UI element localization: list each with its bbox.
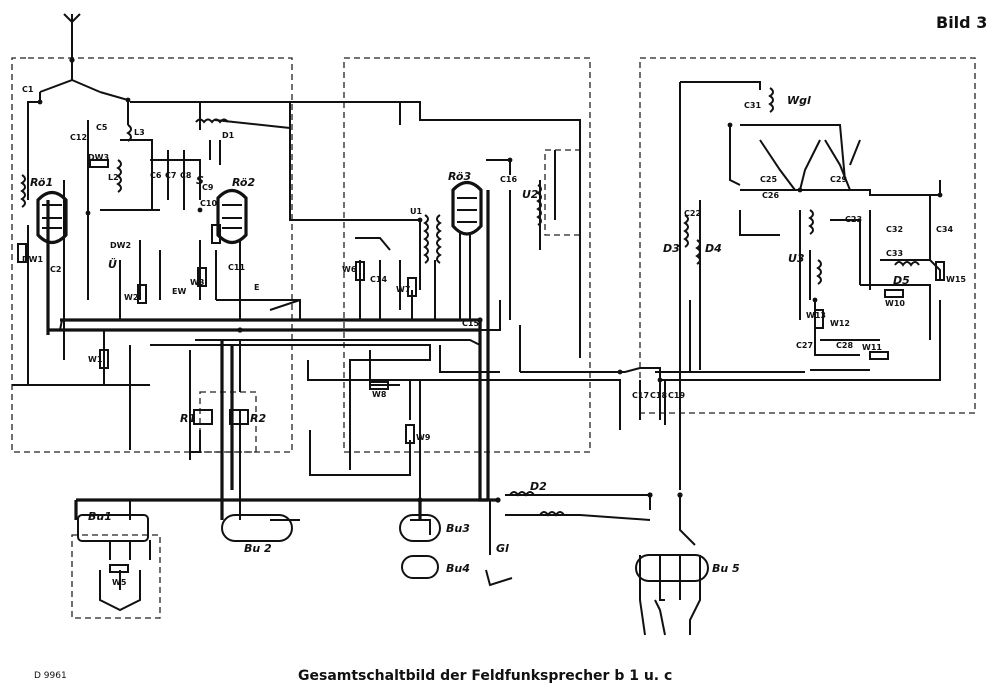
label-c8: C8 <box>180 171 192 180</box>
label-w1: W1 <box>88 355 103 364</box>
label-bu5: Bu 5 <box>712 562 740 575</box>
label-gl: Gl <box>496 542 509 555</box>
wiring-right <box>639 81 941 490</box>
label-dw2: DW2 <box>110 241 131 250</box>
label-d1: D1 <box>222 131 235 140</box>
label-dw1: DW1 <box>22 255 43 264</box>
enclosure-right <box>639 57 976 414</box>
label-w3: W3 <box>190 278 204 287</box>
label-c18: C18 <box>650 391 667 400</box>
label-c15: C15 <box>462 319 479 328</box>
sockets <box>77 514 709 582</box>
label-r2: R2 <box>250 412 266 425</box>
label-l3: L3 <box>134 128 145 137</box>
label-w13: W13 <box>806 311 826 320</box>
label-u1: U1 <box>410 207 422 216</box>
label-w12: W12 <box>830 319 850 328</box>
label-c11: C11 <box>228 263 245 272</box>
label-w10: W10 <box>885 299 905 308</box>
wiring-lower <box>99 494 701 636</box>
label-c23: C23 <box>845 215 862 224</box>
label-w2: W2 <box>124 293 138 302</box>
label-ew: EW <box>172 287 186 296</box>
label-c29: C29 <box>830 175 847 184</box>
label-w7: W7 <box>396 285 410 294</box>
junction-dots <box>37 57 943 503</box>
label-transformer-u: Ü <box>108 257 117 271</box>
bu1-enclosure <box>71 534 161 619</box>
label-c1: C1 <box>22 85 34 94</box>
label-u3: U3 <box>788 252 805 265</box>
label-c26: C26 <box>762 191 779 200</box>
figure-code: D 9961 <box>34 671 67 681</box>
label-u2: U2 <box>522 188 539 201</box>
label-c2: C2 <box>50 265 61 274</box>
wiring-middle <box>12 101 661 500</box>
label-bu1: Bu1 <box>88 510 112 523</box>
label-d2: D2 <box>530 480 547 493</box>
tube-ro2 <box>216 188 248 245</box>
label-c31: C31 <box>744 101 761 110</box>
label-dw3: DW3 <box>88 153 109 162</box>
u2-enclosure <box>544 149 581 236</box>
label-ro2: Rö2 <box>232 176 255 189</box>
resistors <box>17 159 945 573</box>
label-c10: C10 <box>200 199 217 208</box>
label-wgl: Wgl <box>787 94 811 107</box>
enclosure-boxes <box>11 57 976 619</box>
label-ro3: Rö3 <box>448 170 471 183</box>
label-w6: W6 <box>342 265 357 274</box>
label-c7: C7 <box>165 171 176 180</box>
label-bu4: Bu4 <box>446 562 470 575</box>
label-c22: C22 <box>684 209 701 218</box>
label-c9: C9 <box>202 183 214 192</box>
label-bu3: Bu3 <box>446 522 470 535</box>
label-w5: W5 <box>112 578 127 587</box>
label-c28: C28 <box>836 341 853 350</box>
figure-label: Bild 3 <box>936 13 987 32</box>
enclosure-middle <box>343 57 591 453</box>
antenna-symbol <box>39 13 101 93</box>
label-c16: C16 <box>500 175 517 184</box>
tube-ro1 <box>36 190 68 245</box>
label-w11: W11 <box>862 343 882 352</box>
label-bu2: Bu 2 <box>244 542 272 555</box>
label-r1: R1 <box>180 412 196 425</box>
component-labels: Rö1 Rö2 Rö3 Bu1 Bu 2 Bu3 Bu4 Bu 5 DW1 DW… <box>22 85 966 587</box>
label-c12: C12 <box>70 133 87 142</box>
label-d4: D4 <box>705 242 722 255</box>
label-d3: D3 <box>663 242 680 255</box>
label-c32: C32 <box>886 225 903 234</box>
label-w15: W15 <box>946 275 966 284</box>
label-ro1: Rö1 <box>30 176 53 189</box>
label-w8: W8 <box>372 390 387 399</box>
relays <box>193 409 249 425</box>
label-c19: C19 <box>668 391 685 400</box>
label-c33: C33 <box>886 249 903 258</box>
coil-inductors <box>20 87 920 517</box>
label-e: E <box>254 283 259 292</box>
label-c5: C5 <box>96 123 108 132</box>
figure-caption: Gesamtschaltbild der Feldfunksprecher b … <box>298 668 672 684</box>
label-c25: C25 <box>760 175 777 184</box>
wiring-left <box>27 91 390 520</box>
enclosure-left <box>11 57 293 453</box>
label-w9: W9 <box>416 433 431 442</box>
label-c14: C14 <box>370 275 387 284</box>
label-l2: L2 <box>108 173 119 182</box>
label-d5: D5 <box>893 274 910 287</box>
label-s: S <box>196 174 204 187</box>
label-c27: C27 <box>796 341 813 350</box>
label-c34: C34 <box>936 225 953 234</box>
label-c17: C17 <box>632 391 649 400</box>
label-c6: C6 <box>150 171 162 180</box>
tube-ro3 <box>451 180 483 236</box>
